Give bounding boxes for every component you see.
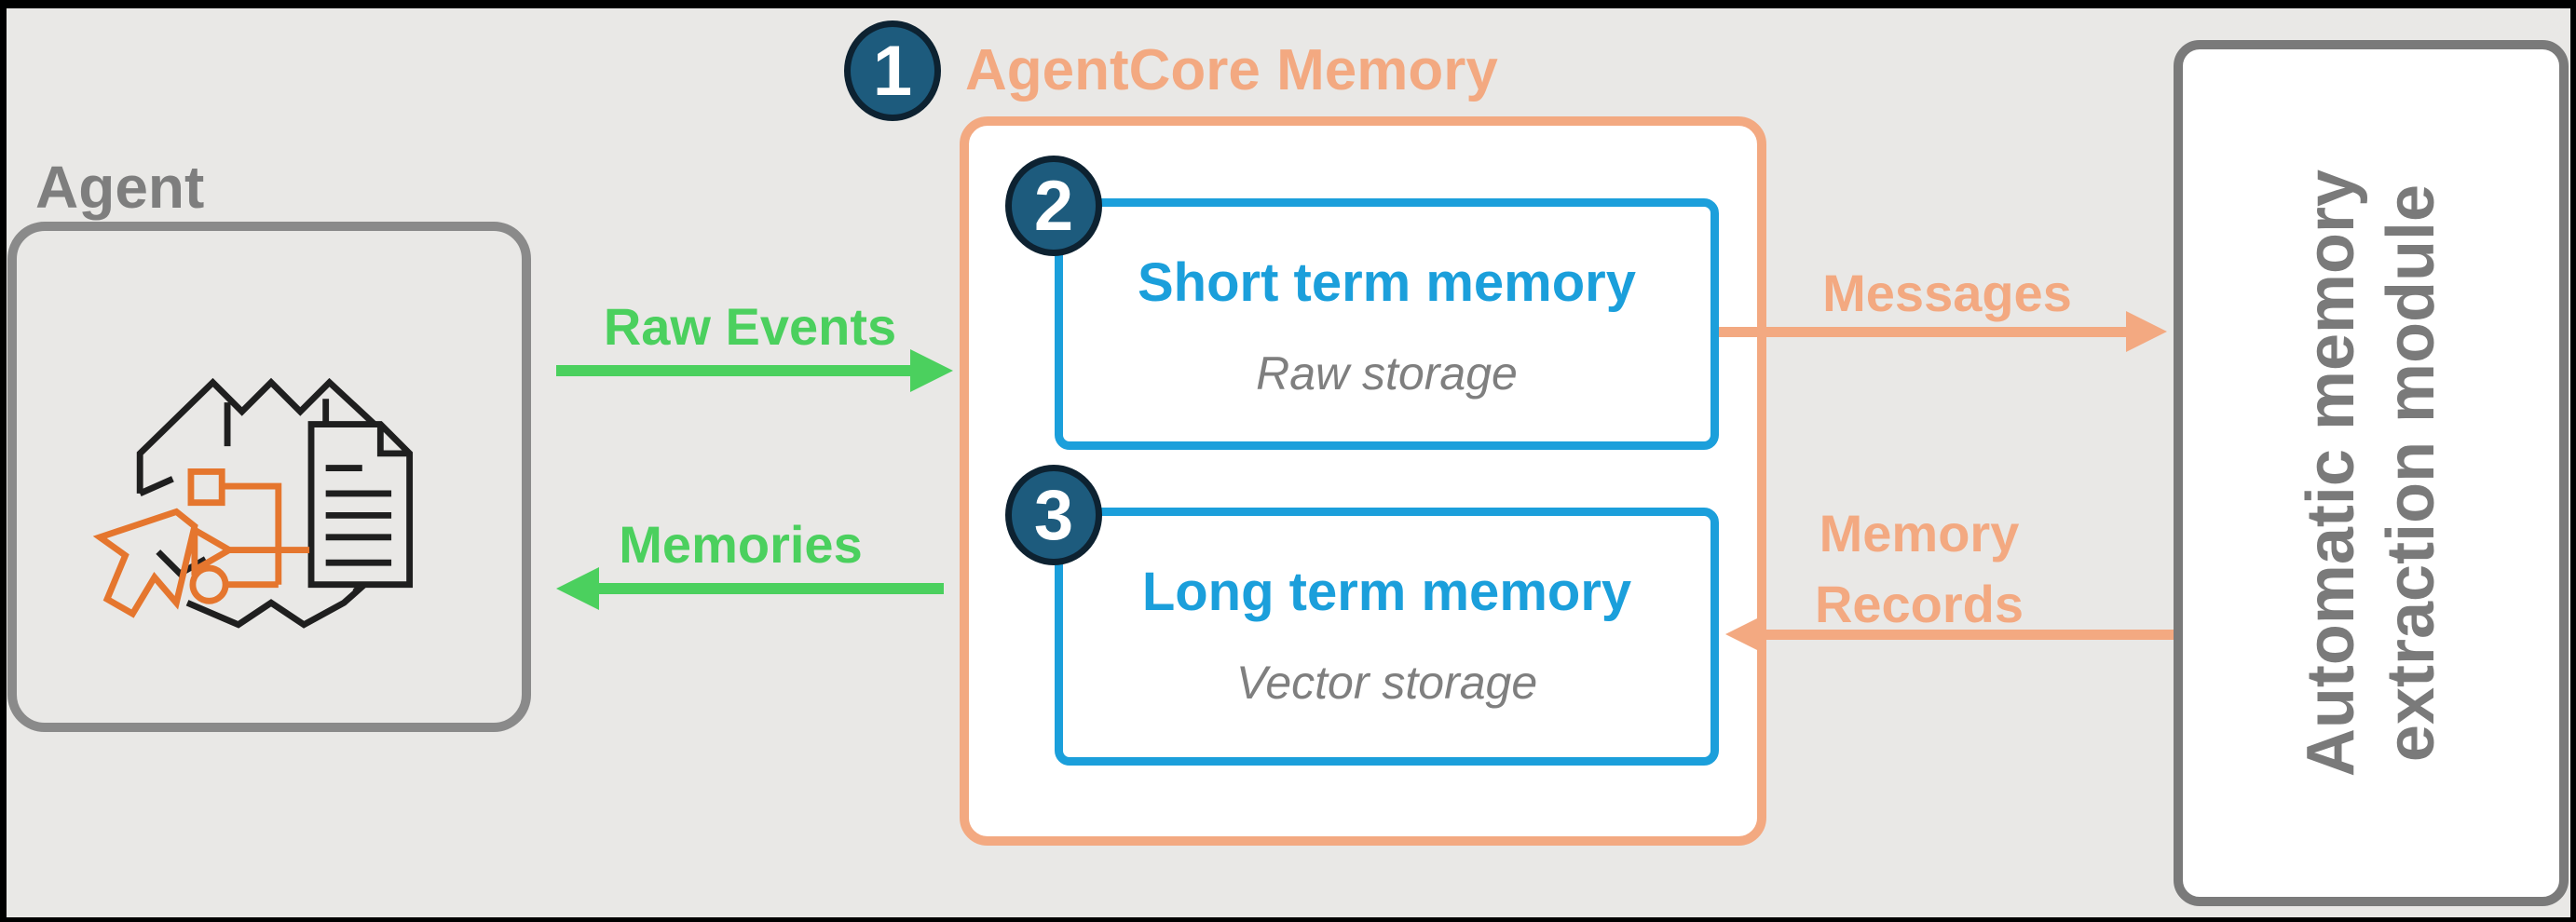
badge-2-number: 2: [1033, 166, 1074, 246]
agent-box: [7, 222, 531, 732]
badge-3-number: 3: [1033, 475, 1074, 555]
badge-3: 3: [1005, 465, 1102, 565]
long-term-memory-title: Long term memory: [1141, 562, 1632, 622]
memory-records-label-line1: Memory: [1819, 504, 2020, 563]
short-term-memory-subtitle: Raw storage: [1256, 347, 1518, 400]
memories-arrowhead-icon: [556, 567, 599, 610]
raw-events-arrow-line: [556, 365, 910, 376]
messages-arrow-line: [1719, 327, 2126, 337]
memories-label: Memories: [619, 515, 863, 574]
extraction-module-box: Automatic memory extraction module: [2174, 40, 2569, 906]
agent-label: Agent: [35, 154, 205, 221]
triangle-node: [191, 524, 236, 576]
workflow-shapes: [92, 468, 310, 618]
raw-events-label: Raw Events: [603, 297, 897, 356]
messages-label: Messages: [1822, 264, 2072, 322]
badge-2: 2: [1005, 156, 1102, 256]
raw-events-arrowhead-icon: [910, 349, 953, 392]
short-term-memory-title: Short term memory: [1137, 252, 1637, 313]
long-term-memory-subtitle: Vector storage: [1235, 657, 1538, 709]
extraction-module-title-line2: extraction module: [2374, 183, 2448, 763]
memory-records-label: Memory Records: [1733, 498, 2106, 640]
extraction-module-title: Automatic memory extraction module: [2291, 35, 2451, 911]
memory-records-label-line2: Records: [1814, 575, 2024, 633]
messages-arrowhead-icon: [2126, 311, 2167, 352]
square-node: [187, 468, 225, 507]
circle-node: [189, 564, 229, 604]
hexagon-top-outline: [136, 377, 384, 494]
agentcore-memory-title: AgentCore Memory: [965, 38, 1498, 102]
badge-1: 1: [844, 20, 941, 121]
bedrock-agent-icon: [92, 377, 414, 629]
extraction-module-title-line1: Automatic memory: [2294, 169, 2368, 778]
short-term-memory-box: Short term memory Raw storage: [1055, 198, 1719, 450]
memories-arrow-line: [599, 583, 944, 594]
memory-records-arrowhead-icon: [1725, 614, 1766, 655]
badge-1-number: 1: [872, 31, 913, 111]
long-term-memory-box: Long term memory Vector storage: [1055, 508, 1719, 766]
document-icon: [307, 421, 414, 589]
memory-records-arrow-line: [1766, 630, 2174, 640]
cursor-arrow-icon: [92, 508, 198, 618]
